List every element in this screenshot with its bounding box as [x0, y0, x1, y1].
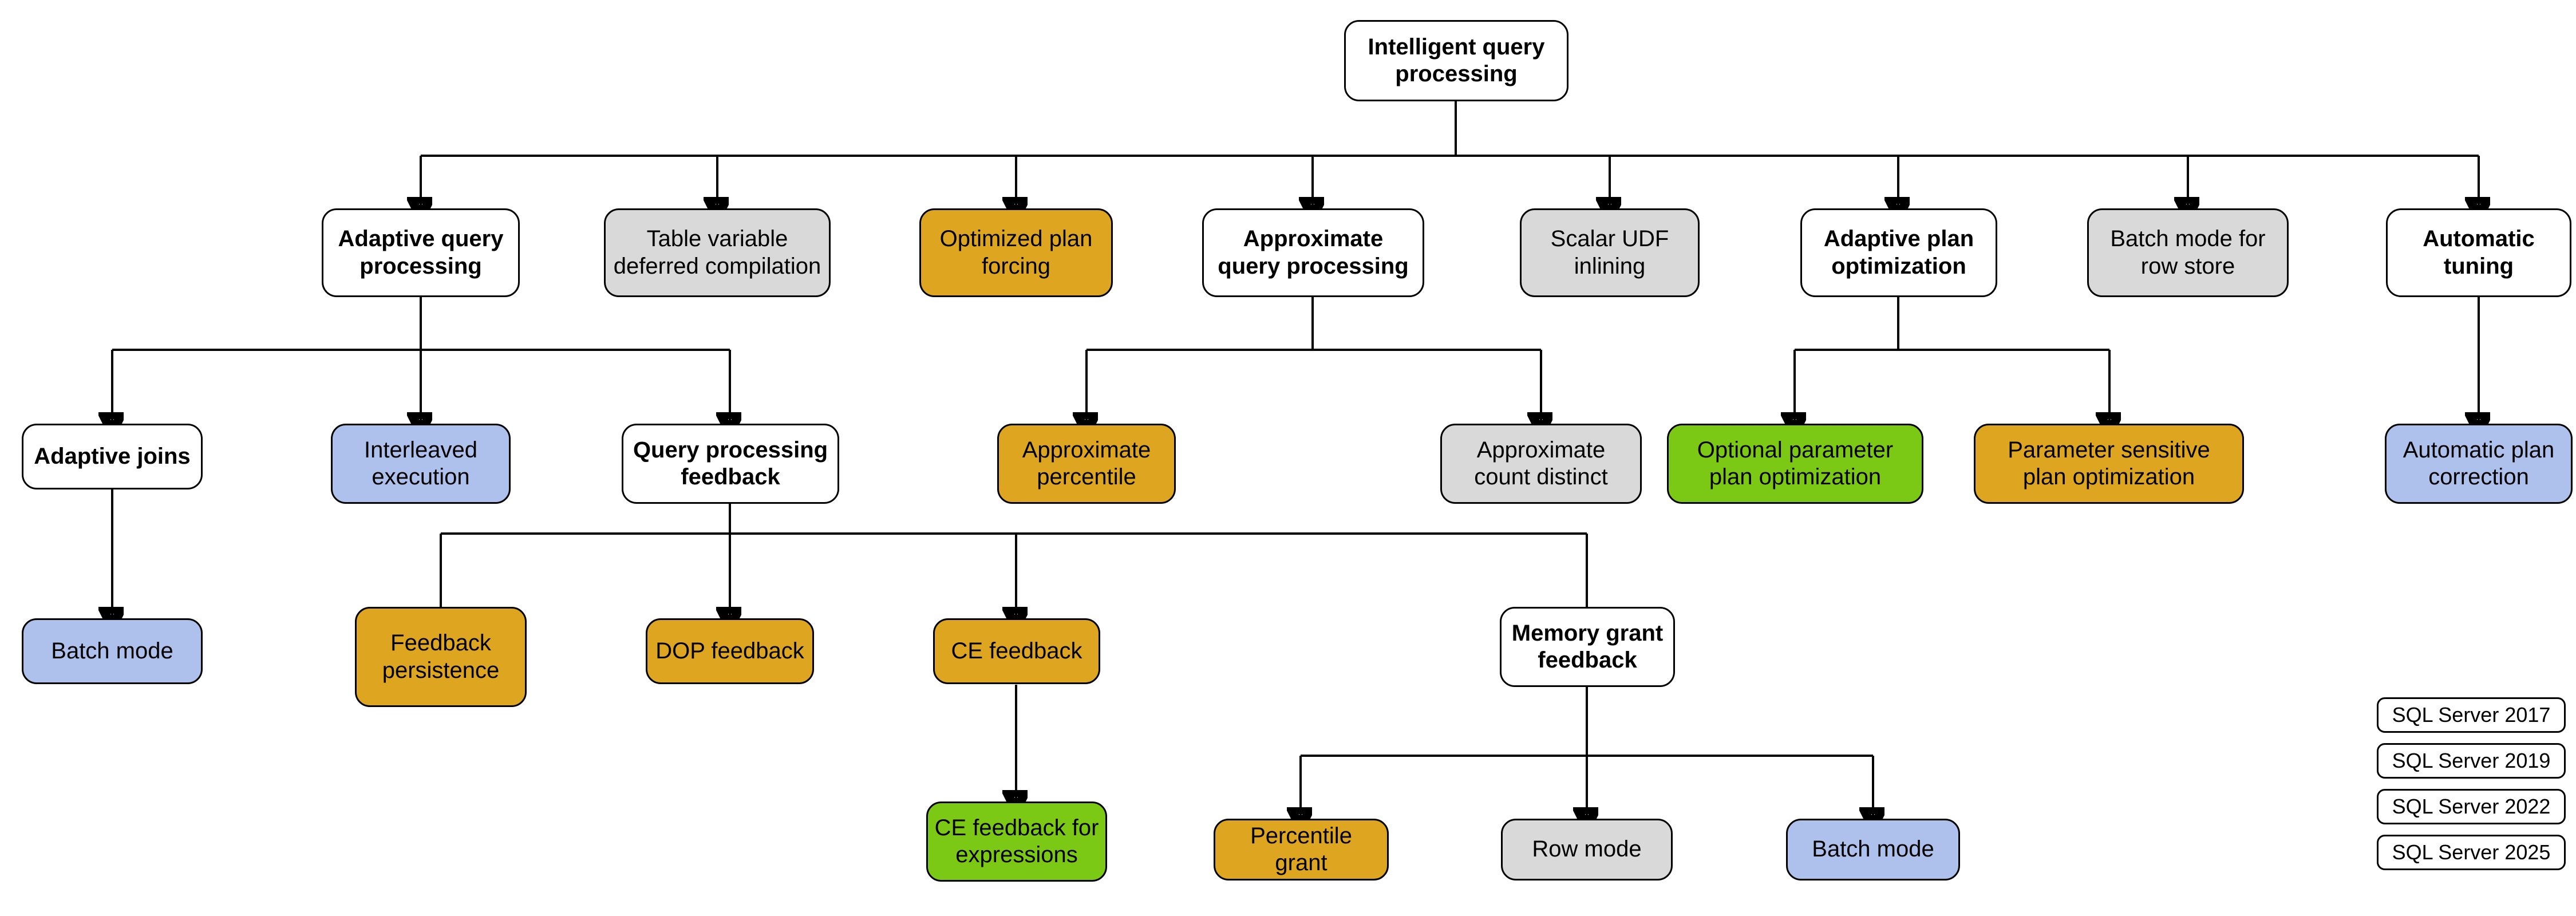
- node-dop-feedback[interactable]: DOP feedback: [646, 618, 814, 684]
- node-query-processing-feedback[interactable]: Query processing feedback: [622, 424, 839, 504]
- legend-item-sql-server-2022: SQL Server 2022: [2377, 789, 2566, 824]
- node-approximate-query-processing[interactable]: Approximate query processing: [1202, 208, 1424, 297]
- node-intelligent-query-processing[interactable]: Intelligent query processing: [1344, 20, 1568, 101]
- legend-item-sql-server-2019: SQL Server 2019: [2377, 743, 2566, 779]
- node-ce-feedback-for-expressions[interactable]: CE feedback for expressions: [926, 802, 1107, 882]
- legend-item-sql-server-2025: SQL Server 2025: [2377, 835, 2566, 870]
- node-automatic-plan-correction[interactable]: Automatic plan correction: [2385, 424, 2573, 504]
- node-memory-grant-feedback[interactable]: Memory grant feedback: [1500, 607, 1675, 687]
- legend-item-sql-server-2017: SQL Server 2017: [2377, 697, 2566, 733]
- node-percentile-grant[interactable]: Percentile grant: [1214, 819, 1389, 881]
- node-ce-feedback[interactable]: CE feedback: [933, 618, 1100, 684]
- node-automatic-tuning[interactable]: Automatic tuning: [2386, 208, 2571, 297]
- node-optional-parameter-plan-optimization[interactable]: Optional parameter plan optimization: [1667, 424, 1923, 504]
- node-adaptive-query-processing[interactable]: Adaptive query processing: [322, 208, 520, 297]
- node-row-mode[interactable]: Row mode: [1501, 819, 1673, 881]
- node-table-variable-deferred-compilation[interactable]: Table variable deferred compilation: [604, 208, 831, 297]
- node-parameter-sensitive-plan-optimization[interactable]: Parameter sensitive plan optimization: [1974, 424, 2244, 504]
- node-approximate-count-distinct[interactable]: Approximate count distinct: [1440, 424, 1642, 504]
- node-batch-mode-memory-grant[interactable]: Batch mode: [1786, 819, 1960, 881]
- node-optimized-plan-forcing[interactable]: Optimized plan forcing: [919, 208, 1113, 297]
- node-batch-mode-adaptive-joins[interactable]: Batch mode: [22, 618, 203, 684]
- node-interleaved-execution[interactable]: Interleaved execution: [331, 424, 511, 504]
- node-adaptive-plan-optimization[interactable]: Adaptive plan optimization: [1800, 208, 1997, 297]
- node-adaptive-joins[interactable]: Adaptive joins: [22, 424, 203, 489]
- node-feedback-persistence[interactable]: Feedback persistence: [355, 607, 527, 707]
- node-scalar-udf-inlining[interactable]: Scalar UDF inlining: [1520, 208, 1700, 297]
- node-batch-mode-for-row-store[interactable]: Batch mode for row store: [2087, 208, 2289, 297]
- node-approximate-percentile[interactable]: Approximate percentile: [997, 424, 1176, 504]
